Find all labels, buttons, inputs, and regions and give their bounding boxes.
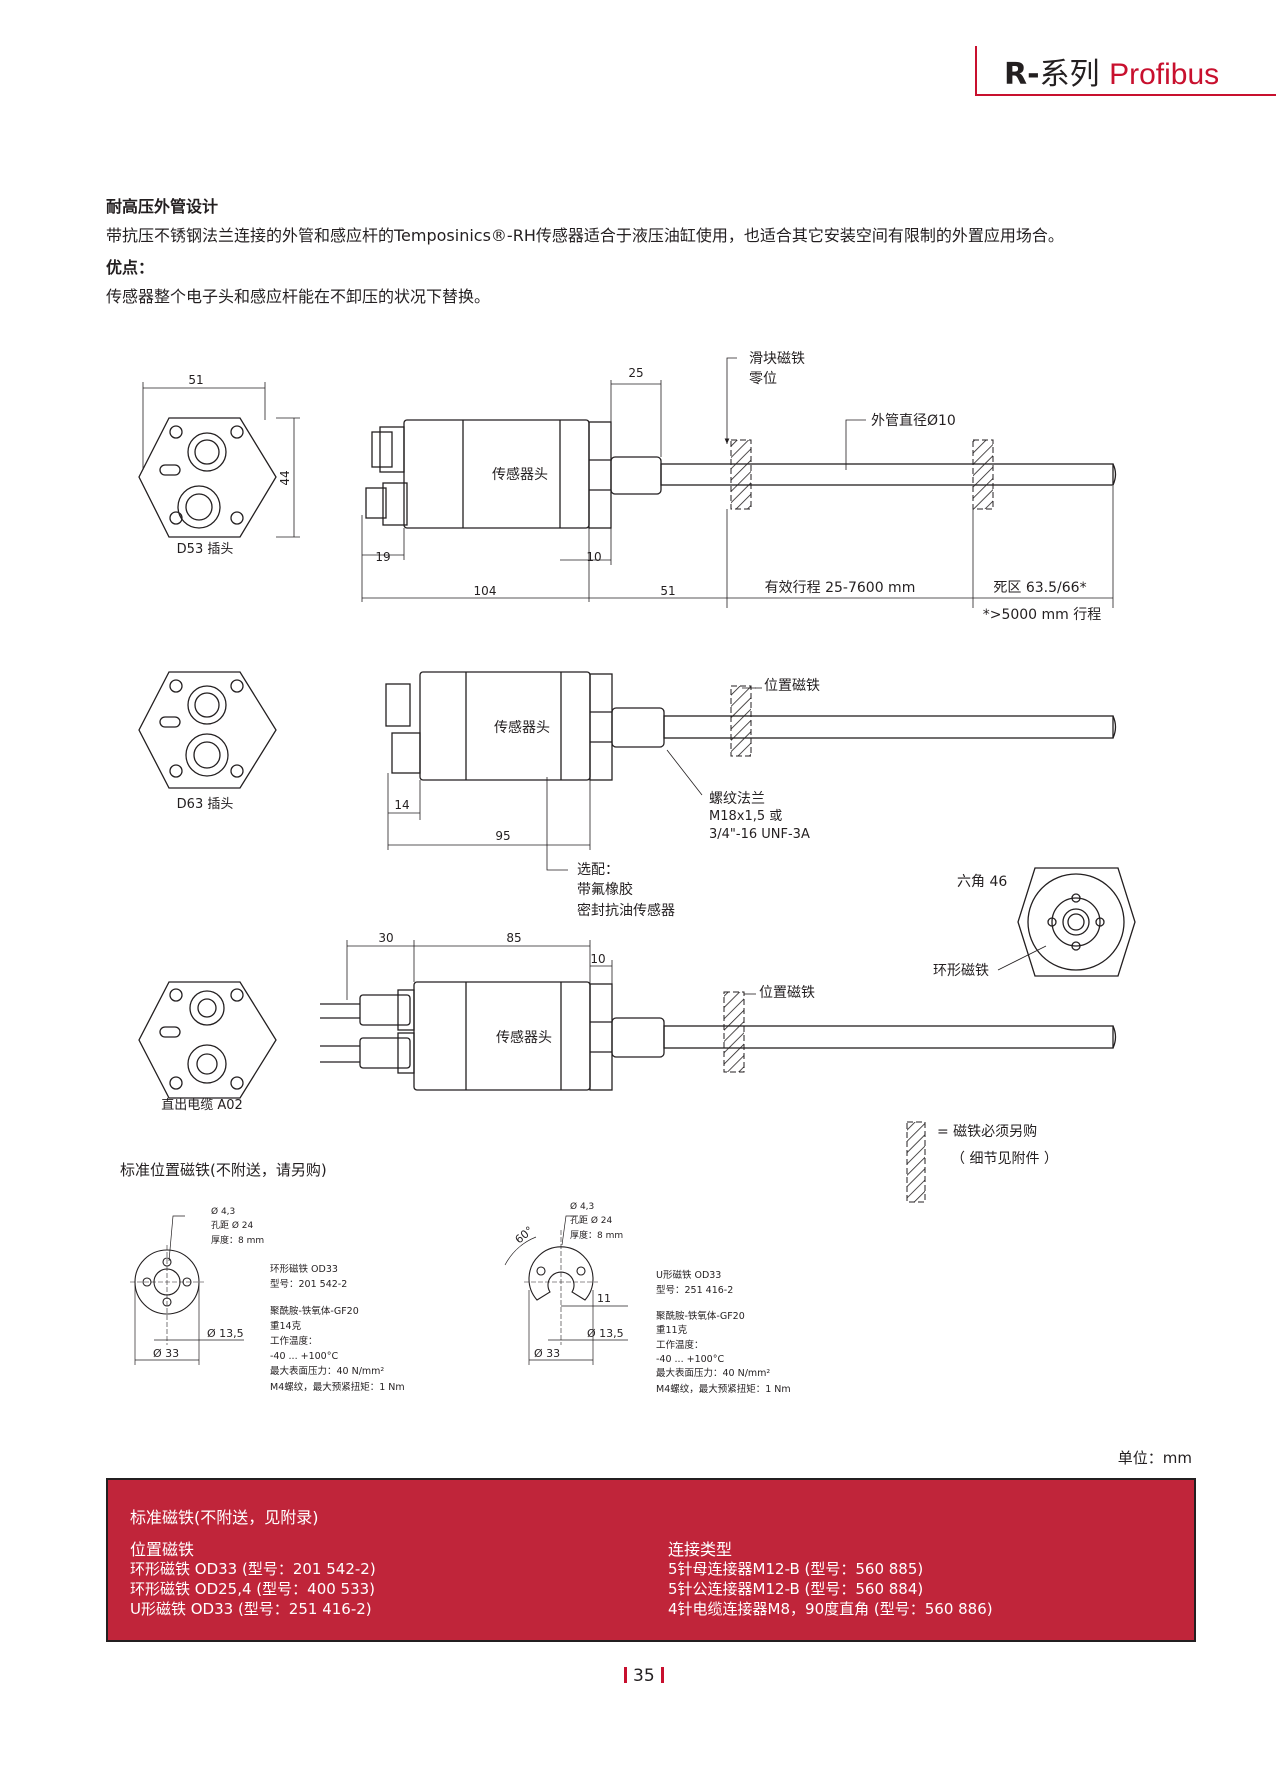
box-title: 标准磁铁(不附送，见附录) (130, 1508, 319, 1527)
dim-51-top: 51 (188, 373, 203, 387)
flange-label-1: 螺纹法兰 (709, 791, 765, 807)
advantage-heading: 优点： (106, 258, 155, 277)
dim-95: 95 (495, 829, 510, 843)
option-label-2: 带氟橡胶 (577, 881, 633, 898)
dim-44: 44 (278, 470, 292, 485)
svg-text:最大表面压力：40 N/mm²: 最大表面压力：40 N/mm² (656, 1367, 770, 1379)
u-dim-11: 11 (597, 1292, 611, 1305)
intro-heading: 耐高压外管设计 (106, 197, 219, 216)
ring-magnet-spec: 环形磁铁 OD33 型号：201 542-2 聚酰胺-铁氧体-GF20 重14克… (270, 1263, 405, 1393)
d53-hex-view (138, 417, 277, 538)
advantage-body: 传感器整个电子头和感应杆能在不卸压的状况下替换。 (106, 287, 491, 306)
svg-text:聚酰胺-铁氧体-GF20: 聚酰胺-铁氧体-GF20 (656, 1310, 745, 1322)
u-angle: 60° (513, 1224, 536, 1246)
position-magnet-label-2: 位置磁铁 (764, 678, 820, 694)
header-frame (975, 46, 1276, 96)
series-prefix: R- (1004, 57, 1040, 92)
box-left-item: U形磁铁 OD33 (型号：251 416-2) (130, 1600, 372, 1618)
standard-magnets-box: 标准磁铁(不附送，见附录) 位置磁铁 环形磁铁 OD33 (型号：201 542… (106, 1478, 1196, 1642)
ring-thickness: 厚度：8 mm (211, 1234, 264, 1246)
sensor-head-label-1: 传感器头 (492, 466, 548, 483)
slider-magnet-label: 滑块磁铁 (749, 350, 805, 367)
dim-85: 85 (506, 931, 521, 945)
box-left-item: 环形磁铁 OD33 (型号：201 542-2) (130, 1560, 376, 1578)
sensor-head-label-2: 传感器头 (494, 719, 550, 736)
svg-text:环形磁铁 OD33: 环形磁铁 OD33 (270, 1263, 338, 1275)
page-number: 35 (618, 1666, 670, 1686)
standard-magnets-title: 标准位置磁铁(不附送，请另购) (120, 1161, 327, 1179)
dim-30: 30 (378, 931, 393, 945)
zero-position-label: 零位 (749, 371, 777, 387)
dim-19: 19 (375, 550, 390, 564)
ring-inner-diameter: Ø 13,5 (207, 1327, 244, 1340)
dead-zone-label: 死区 63.5/66* (993, 580, 1086, 596)
a02-cable-label: 直出电缆 A02 (161, 1097, 243, 1113)
svg-text:-40 ... +100°C: -40 ... +100°C (270, 1351, 338, 1362)
product-name: Profibus (1109, 58, 1220, 91)
box-right-item: 5针母连接器M12-B (型号：560 885) (668, 1560, 924, 1578)
svg-text:-40 ... +100°C: -40 ... +100°C (656, 1354, 724, 1365)
dim-104: 104 (474, 584, 497, 598)
box-right-item: 5针公连接器M12-B (型号：560 884) (668, 1580, 924, 1598)
box-right-heading: 连接类型 (668, 1540, 733, 1559)
ring-hole-pitch: 孔距 Ø 24 (211, 1220, 254, 1231)
box-left-heading: 位置磁铁 (130, 1540, 195, 1559)
u-hole-pitch: 孔距 Ø 24 (570, 1215, 613, 1226)
svg-text:工作温度：: 工作温度： (656, 1339, 704, 1351)
option-label-1: 选配： (577, 862, 619, 878)
svg-text:聚酰胺-铁氧体-GF20: 聚酰胺-铁氧体-GF20 (270, 1305, 359, 1317)
legend-line-2: （ 细节见附件 ） (951, 1151, 1058, 1167)
ring-outer-diameter: Ø 33 (153, 1347, 179, 1360)
u-hole-diameter: Ø 4,3 (570, 1201, 594, 1212)
flange-label-2: M18x1,5 或 (709, 809, 782, 824)
dim-25: 25 (628, 366, 643, 380)
dead-zone-note: *>5000 mm 行程 (983, 607, 1102, 623)
svg-text:M4螺纹，最大预紧扭矩：1 Nm: M4螺纹，最大预紧扭矩：1 Nm (270, 1381, 405, 1393)
u-magnet-spec: U形磁铁 OD33 型号：251 416-2 聚酰胺-铁氧体-GF20 重11克… (656, 1269, 791, 1395)
u-inner-diameter: Ø 13,5 (587, 1327, 624, 1340)
ring-magnet-label: 环形磁铁 (933, 963, 989, 979)
hex-46-label: 六角 46 (957, 874, 1007, 890)
box-left-item: 环形磁铁 OD25,4 (型号：400 533) (130, 1580, 376, 1598)
a02-hex-view (138, 981, 277, 1099)
svg-text:型号：251 416-2: 型号：251 416-2 (656, 1285, 733, 1296)
magnet-legend-swatch (906, 1121, 926, 1203)
u-thickness: 厚度：8 mm (570, 1229, 623, 1241)
hex-46-view (1017, 867, 1136, 977)
box-right-item: 4针电缆连接器M8，90度直角 (型号：560 886) (668, 1600, 993, 1618)
d63-connector-label: D63 插头 (177, 797, 234, 812)
page-number-value: 35 (633, 1666, 655, 1686)
option-label-3: 密封抗油传感器 (577, 902, 675, 919)
flange-label-3: 3/4"-16 UNF-3A (709, 827, 810, 842)
header-title: R-系列 Profibus (1004, 49, 1219, 93)
intro-body: 带抗压不锈钢法兰连接的外管和感应杆的Temposinics®-RH传感器适合于液… (106, 226, 1064, 245)
dim-14: 14 (394, 798, 409, 812)
sensor-head-label-3: 传感器头 (496, 1029, 552, 1046)
svg-text:重14克: 重14克 (270, 1320, 302, 1332)
series-label: 系列 (1039, 57, 1100, 92)
u-outer-diameter: Ø 33 (534, 1347, 560, 1360)
unit-label: 单位：mm (1118, 1449, 1192, 1467)
dim-10-bottom: 10 (590, 952, 605, 966)
ring-hole-diameter: Ø 4,3 (211, 1206, 235, 1217)
svg-text:工作温度：: 工作温度： (270, 1335, 318, 1347)
d63-hex-view (138, 671, 277, 789)
svg-text:M4螺纹，最大预紧扭矩：1 Nm: M4螺纹，最大预紧扭矩：1 Nm (656, 1383, 791, 1395)
stroke-length-label: 有效行程 25-7600 mm (765, 580, 916, 596)
u-magnet-drawing (528, 1246, 594, 1301)
page-number-bar-left (624, 1667, 627, 1683)
svg-text:型号：201 542-2: 型号：201 542-2 (270, 1279, 347, 1290)
legend-line-1: = 磁铁必须另购 (937, 1124, 1037, 1140)
page-number-bar-right (660, 1667, 664, 1683)
d53-connector-label: D53 插头 (177, 542, 234, 557)
dim-10-top: 10 (586, 550, 601, 564)
position-magnet-label-3: 位置磁铁 (759, 985, 815, 1001)
svg-text:最大表面压力：40 N/mm²: 最大表面压力：40 N/mm² (270, 1365, 384, 1377)
dim-51-bottom: 51 (660, 584, 675, 598)
svg-text:重11克: 重11克 (656, 1324, 688, 1336)
tube-diameter-label: 外管直径Ø10 (871, 412, 956, 429)
svg-text:U形磁铁 OD33: U形磁铁 OD33 (656, 1269, 721, 1281)
